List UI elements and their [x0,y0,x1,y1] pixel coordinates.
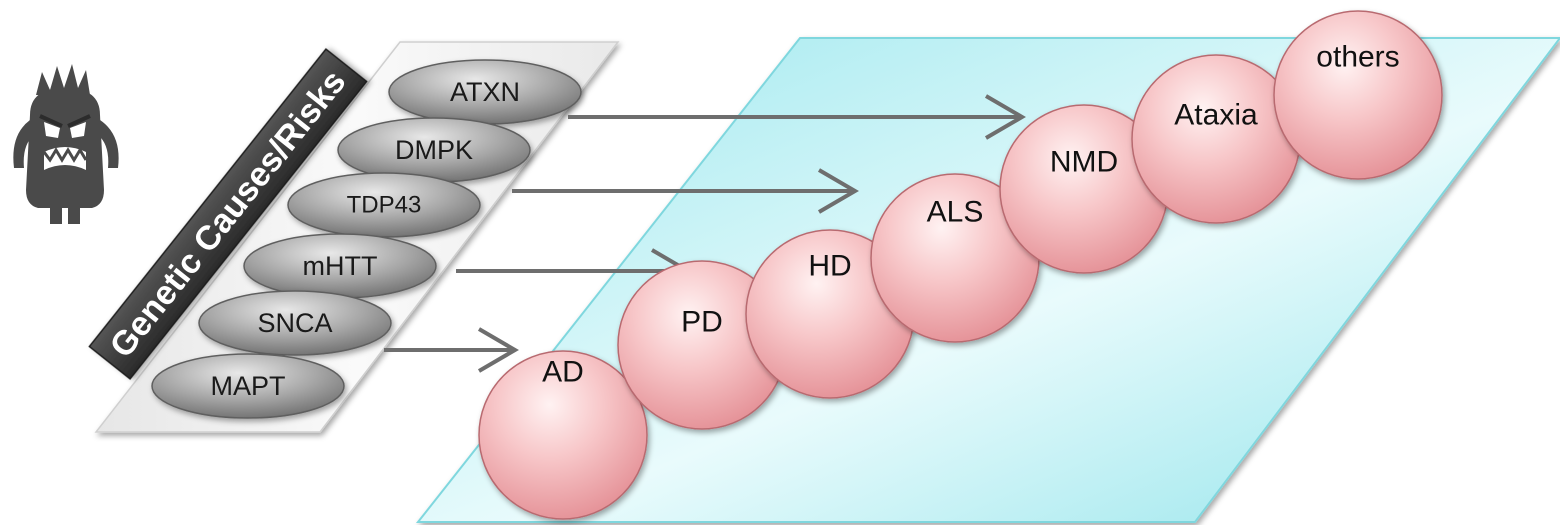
disease-list: AD PD HD ALS NMD Ataxia others [478,10,1443,520]
disease-label: others [1316,41,1399,74]
disease-label: NMD [1050,146,1118,179]
arrow-group [384,94,1026,373]
gene-oval-mapt: MAPT [151,353,345,419]
gene-label: mHTT [303,251,378,281]
monster-icon [13,64,119,224]
disease-label: Ataxia [1174,99,1258,132]
arrow-1 [568,94,1026,140]
disease-label: PD [681,306,723,339]
gene-label: ATXN [450,77,520,107]
gene-oval-atxn: ATXN [388,59,582,125]
gene-list: ATXN DMPK TDP43 mHTT SNCA MAPT [151,59,582,419]
gene-oval-mhtt: mHTT [243,233,437,299]
arrow-2 [512,168,859,214]
gene-label: DMPK [395,135,473,165]
disease-label: HD [808,250,851,283]
disease-sphere-others: others [1273,10,1443,180]
gene-label: SNCA [257,308,332,338]
gene-oval-snca: SNCA [198,290,392,356]
disease-sphere-ad: AD [478,350,648,520]
arrow-4 [384,327,519,373]
disease-sphere-ataxia: Ataxia [1131,54,1301,224]
gene-label: TDP43 [347,192,422,219]
gene-label: MAPT [210,371,285,401]
disease-label: ALS [927,196,984,229]
gene-oval-tdp43: TDP43 [287,172,481,238]
disease-sphere-pd: PD [617,260,787,430]
disease-sphere-nmd: NMD [999,104,1169,274]
disease-label: AD [542,356,584,389]
gene-oval-dmpk: DMPK [337,117,531,183]
